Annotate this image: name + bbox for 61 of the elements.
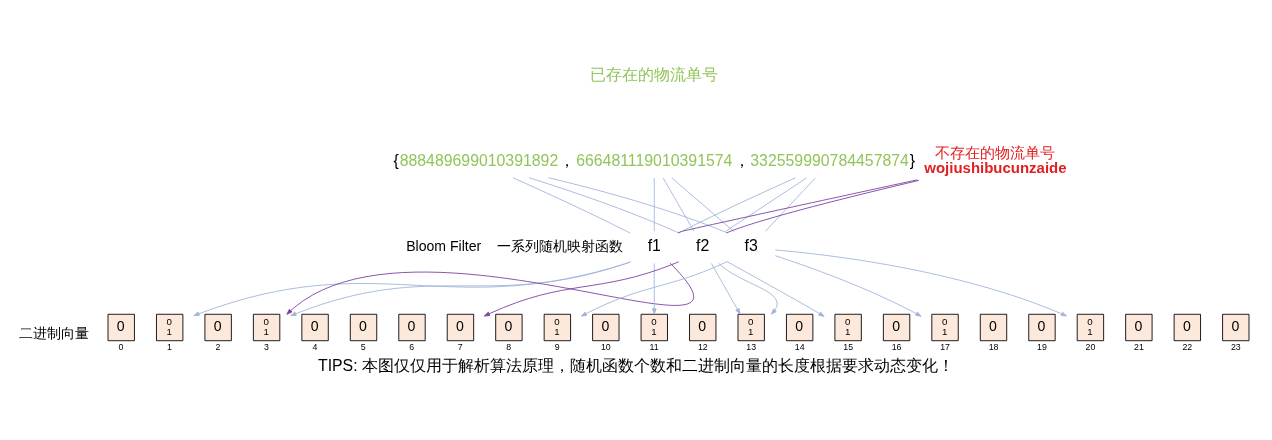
- node-label: 18: [988, 341, 999, 352]
- connector: [725, 177, 808, 232]
- arrow: [718, 262, 778, 315]
- connector: [765, 177, 816, 232]
- node-label: 21: [1134, 341, 1144, 352]
- arrow: [710, 263, 741, 315]
- node-text: 888489699010391892: [399, 151, 559, 169]
- node-label: 9: [554, 341, 560, 352]
- node-label: 8: [506, 341, 512, 352]
- label: Bloom Filter: [406, 237, 482, 254]
- node-label: 20: [1085, 341, 1096, 352]
- connector: [653, 177, 655, 232]
- node-label: 14: [794, 341, 805, 352]
- node-label: 7: [457, 341, 463, 352]
- node-label: 17: [940, 341, 950, 352]
- label: 二进制向量: [19, 324, 90, 341]
- arrow: [774, 255, 922, 317]
- label: }: [909, 151, 916, 169]
- node-label: 15: [843, 341, 854, 352]
- node-label: 2: [215, 341, 221, 352]
- node-label: 3: [263, 341, 269, 352]
- node-label: 22: [1182, 341, 1193, 352]
- node-label: 19: [1037, 341, 1047, 352]
- node-text: f1: [647, 237, 661, 255]
- arrow: [483, 261, 680, 317]
- node-label: 16: [891, 341, 902, 352]
- node-label: 0: [118, 341, 124, 352]
- label: ，: [733, 151, 750, 169]
- node-text: f2: [696, 237, 710, 255]
- arrow: [580, 261, 728, 317]
- connector: [512, 177, 631, 234]
- arrow: [652, 263, 657, 315]
- node-label: 4: [312, 341, 318, 352]
- node-label: 12: [697, 341, 708, 352]
- node-text: 666481119010391574: [576, 151, 733, 169]
- arrow: [193, 261, 631, 317]
- node-label: 5: [360, 341, 366, 352]
- connector: [528, 177, 680, 234]
- node-label: 10: [600, 341, 611, 352]
- node-label: 11: [649, 341, 659, 352]
- arrow: [726, 261, 825, 317]
- arrow: [286, 262, 693, 315]
- arrow: [774, 249, 1068, 317]
- label: 已存在的物流单号: [590, 66, 719, 84]
- node-text: f3: [744, 237, 758, 255]
- node-label: 6: [409, 341, 415, 352]
- label: {: [393, 151, 399, 169]
- node-text: 不存在的物流单号 wojiushibucunzaide: [924, 143, 1067, 176]
- connector: [548, 177, 728, 234]
- caption: TIPS: 本图仅仅用于解析算法原理，随机函数个数和二进制向量的长度根据要求动态变化！: [317, 357, 955, 375]
- node-text: 332559990784457874: [750, 151, 909, 169]
- node-label: 23: [1230, 341, 1241, 352]
- connector: [677, 179, 918, 234]
- label: ，: [559, 151, 576, 169]
- node-label: 13: [746, 341, 757, 352]
- connector: [662, 177, 695, 232]
- label: 一系列随机映射函数: [497, 237, 624, 254]
- connector: [726, 179, 920, 234]
- arrow: [290, 261, 631, 317]
- node-label: 1: [167, 341, 172, 352]
- connector: [671, 177, 735, 232]
